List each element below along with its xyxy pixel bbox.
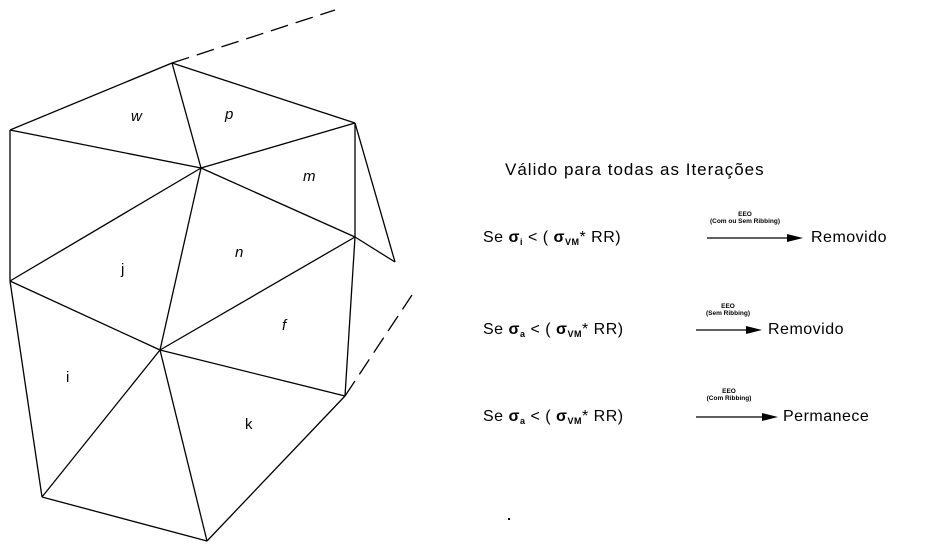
- operator: <: [530, 321, 541, 338]
- sigma-vm-subscript: VM: [567, 416, 582, 426]
- mesh-edge: [344, 236, 356, 397]
- mesh-edge: [200, 167, 356, 238]
- arrow-label-bottom: (Sem Ribbing): [705, 310, 751, 317]
- stray-dot: [508, 518, 510, 520]
- triangle-label-f: f: [282, 317, 287, 334]
- rules-title: Válido para todas as Iterações: [505, 160, 765, 179]
- triangle-label-w: w: [131, 108, 142, 125]
- operator: <: [530, 408, 541, 425]
- rule-result: Permanece: [783, 408, 870, 425]
- rule-prefix: Se: [483, 408, 504, 425]
- mesh-edge: [159, 167, 202, 351]
- mesh-edge: [9, 167, 202, 282]
- mesh-edge: [9, 280, 161, 351]
- triangle-label-k: k: [245, 416, 253, 433]
- mesh-edge: [171, 62, 202, 169]
- triangle-label-m: m: [303, 168, 316, 185]
- right-arrow-icon: [696, 326, 762, 334]
- arrow-label-top: EEO: [738, 211, 752, 218]
- sigma-symbol: σ: [508, 321, 520, 338]
- right-arrow-icon: [696, 413, 778, 421]
- triangle-label-p: p: [225, 106, 234, 123]
- mesh-edge: [354, 236, 396, 263]
- mesh-dashed-edge: [171, 9, 336, 64]
- rule-prefix: Se: [483, 229, 504, 246]
- operator: <: [527, 229, 538, 246]
- sigma-vm-symbol: σ: [553, 229, 565, 246]
- mesh-edge: [159, 349, 208, 542]
- rule-result: Removido: [768, 321, 845, 338]
- mesh-edge: [41, 349, 161, 498]
- right-arrow-icon: [707, 234, 803, 242]
- mesh-edge: [200, 122, 356, 169]
- arrow-label-top: EEO: [721, 303, 735, 310]
- rule-row: Se σa < ( σVM* RR) EEO (Com Ribbing) Per…: [483, 388, 935, 434]
- mesh-edge: [41, 496, 208, 542]
- mesh-edge: [9, 62, 173, 131]
- paren-open: (: [545, 321, 552, 338]
- arrow-label-bottom: (Com Ribbing): [706, 395, 752, 402]
- mesh-edge: [206, 395, 346, 542]
- mesh-edge: [159, 236, 356, 351]
- arrow-label: EEO (Com ou Sem Ribbing): [705, 211, 785, 225]
- paren-open: (: [542, 229, 549, 246]
- paren-open: (: [545, 408, 552, 425]
- mesh-edge: [9, 129, 202, 169]
- expression-rest: * RR): [581, 321, 624, 338]
- rule-prefix: Se: [483, 321, 504, 338]
- mesh-dashed-edge: [344, 294, 413, 397]
- mesh-edge: [171, 62, 356, 124]
- triangle-label-j: j: [121, 261, 125, 278]
- rule-expression: Se σa < ( σVM* RR): [483, 408, 624, 426]
- mesh-edge: [159, 349, 346, 397]
- triangle-label-i: i: [66, 369, 70, 386]
- arrow-label: EEO (Sem Ribbing): [693, 303, 763, 317]
- sigma-symbol: σ: [508, 229, 520, 246]
- rule-row: Se σi < ( σVM* RR) EEO (Com ou Sem Ribbi…: [483, 211, 935, 255]
- sigma-vm-symbol: σ: [556, 408, 568, 425]
- expression-rest: * RR): [579, 229, 622, 246]
- sigma-subscript: a: [519, 329, 526, 339]
- triangle-label-n: n: [235, 244, 244, 261]
- sigma-subscript: a: [519, 416, 526, 426]
- rule-expression: Se σi < ( σVM* RR): [483, 229, 621, 247]
- sigma-vm-subscript: VM: [567, 329, 582, 339]
- arrow-label-top: EEO: [722, 388, 736, 395]
- mesh-edge: [9, 280, 43, 498]
- sigma-vm-subscript: VM: [564, 237, 580, 247]
- sigma-symbol: σ: [508, 408, 520, 425]
- triangle-mesh-diagram: [9, 9, 413, 542]
- arrow-label-bottom: (Com ou Sem Ribbing): [709, 218, 781, 225]
- sigma-vm-symbol: σ: [556, 321, 568, 338]
- sigma-subscript: i: [519, 237, 523, 247]
- mesh-edge: [354, 122, 396, 263]
- rule-expression: Se σa < ( σVM* RR): [483, 321, 624, 339]
- rule-row: Se σa < ( σVM* RR) EEO (Sem Ribbing) Rem…: [483, 303, 935, 347]
- arrow-label: EEO (Com Ribbing): [691, 388, 767, 402]
- expression-rest: * RR): [581, 408, 624, 425]
- rule-result: Removido: [811, 229, 888, 246]
